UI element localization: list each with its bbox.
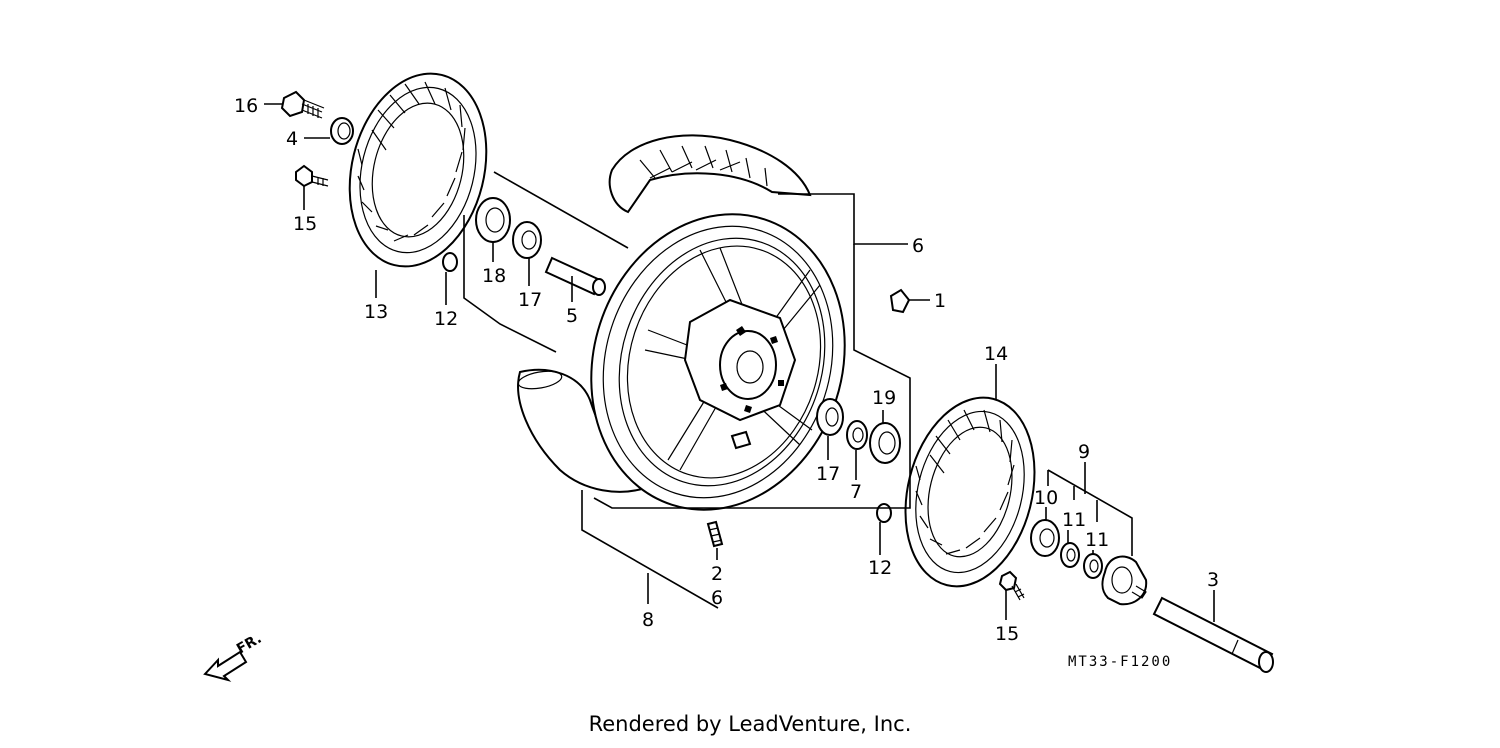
balance-weight-1[interactable]: [889, 288, 911, 314]
collar-4[interactable]: [330, 117, 354, 145]
retainer-7[interactable]: [846, 420, 868, 450]
disc-bolt-15-right[interactable]: [998, 570, 1025, 601]
diagram-code: MT33-F1200: [1068, 654, 1172, 670]
distance-collar-5[interactable]: [544, 256, 606, 296]
valve-2[interactable]: [706, 520, 724, 548]
callout-15-left: 15: [293, 213, 317, 235]
washer-12-right[interactable]: [876, 503, 892, 523]
callout-labels: 16 4 15 13 12 18 17 5 6 1 19 17 7 12 2 6…: [234, 95, 1219, 645]
disc-bolt-15-left[interactable]: [295, 164, 329, 188]
tire[interactable]: [608, 134, 812, 214]
callout-9: 9: [1078, 441, 1090, 463]
callout-19: 19: [872, 387, 896, 409]
axle-3[interactable]: [1152, 596, 1274, 673]
callout-15-right: 15: [995, 623, 1019, 645]
bearing-18[interactable]: [475, 197, 511, 243]
wheel-rim[interactable]: [554, 181, 883, 543]
callout-5: 5: [566, 305, 578, 327]
callout-8: 8: [642, 609, 654, 631]
right-brake-disc[interactable]: [887, 384, 1054, 600]
callout-6-bottom: 6: [711, 587, 723, 609]
callout-7: 7: [850, 481, 862, 503]
left-brake-disc[interactable]: [330, 59, 505, 281]
callout-16: 16: [234, 95, 258, 117]
washer-12-left[interactable]: [442, 252, 458, 272]
callout-14: 14: [984, 343, 1008, 365]
callout-11-b: 11: [1085, 529, 1109, 551]
callout-3: 3: [1207, 569, 1219, 591]
callout-6-top: 6: [912, 235, 924, 257]
callout-1: 1: [934, 290, 946, 312]
speedometer-gear-10[interactable]: [1030, 519, 1060, 557]
washer-11-b[interactable]: [1083, 553, 1103, 579]
callout-12-right: 12: [868, 557, 892, 579]
disc-bolt-16[interactable]: [280, 90, 325, 119]
direction-label: FR.: [234, 631, 264, 658]
dust-seal-17-left[interactable]: [512, 221, 542, 259]
callout-18: 18: [482, 265, 506, 287]
bearing-19[interactable]: [869, 422, 901, 464]
callout-10: 10: [1034, 487, 1058, 509]
washer-11-a[interactable]: [1060, 542, 1080, 568]
callout-2: 2: [711, 563, 723, 585]
speedometer-gearbox[interactable]: [1101, 555, 1148, 606]
callout-11-a: 11: [1062, 509, 1086, 531]
footer-credit: Rendered by LeadVenture, Inc.: [588, 712, 912, 736]
leader-lines: [264, 103, 1215, 622]
callout-12-left: 12: [434, 308, 458, 330]
callout-4: 4: [286, 128, 298, 150]
callout-17-right: 17: [816, 463, 840, 485]
callout-13: 13: [364, 301, 388, 323]
callout-17-left: 17: [518, 289, 542, 311]
arrow-left-icon: [203, 650, 248, 682]
dust-seal-17-right[interactable]: [816, 398, 844, 436]
front-direction-arrow: FR.: [203, 631, 264, 682]
